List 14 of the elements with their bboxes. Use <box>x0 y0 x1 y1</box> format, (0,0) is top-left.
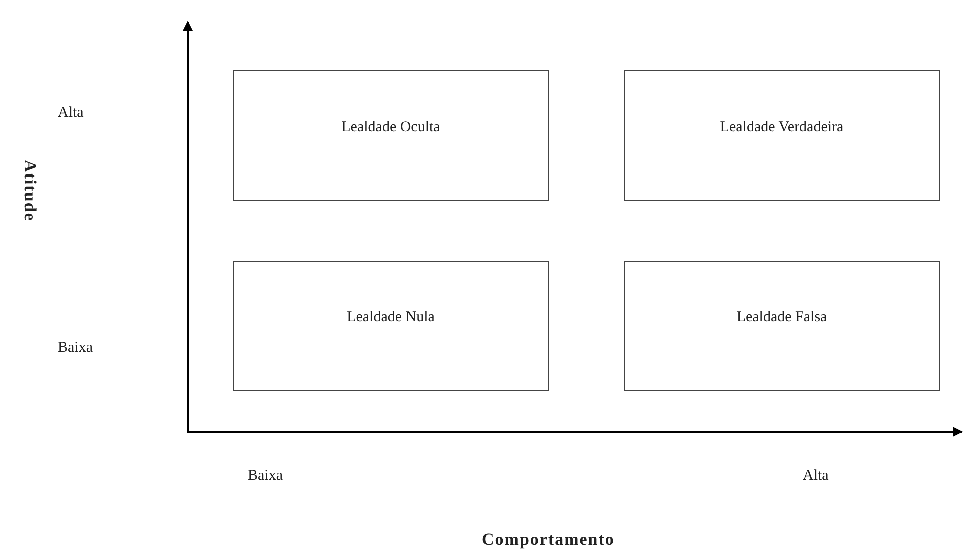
axis-tick-label: Alta <box>803 468 829 485</box>
axis-title: Comportamento <box>482 530 615 550</box>
quadrant-box <box>233 70 549 201</box>
axis-tick-label: Alta <box>58 105 84 122</box>
quadrant-box <box>624 261 940 391</box>
quadrant-box <box>624 70 940 201</box>
quadrant-label: Lealdade Nula <box>346 310 436 327</box>
quadrant-label: Lealdade Oculta <box>340 119 442 136</box>
quadrant-label: Lealdade Verdadeira <box>719 119 845 136</box>
quadrant-label: Lealdade Falsa <box>736 310 828 327</box>
axis-tick-label: Baixa <box>248 468 283 485</box>
quadrant-box <box>233 261 549 391</box>
axis-title: Atitude <box>20 160 40 222</box>
axis-tick-label: Baixa <box>58 340 93 357</box>
